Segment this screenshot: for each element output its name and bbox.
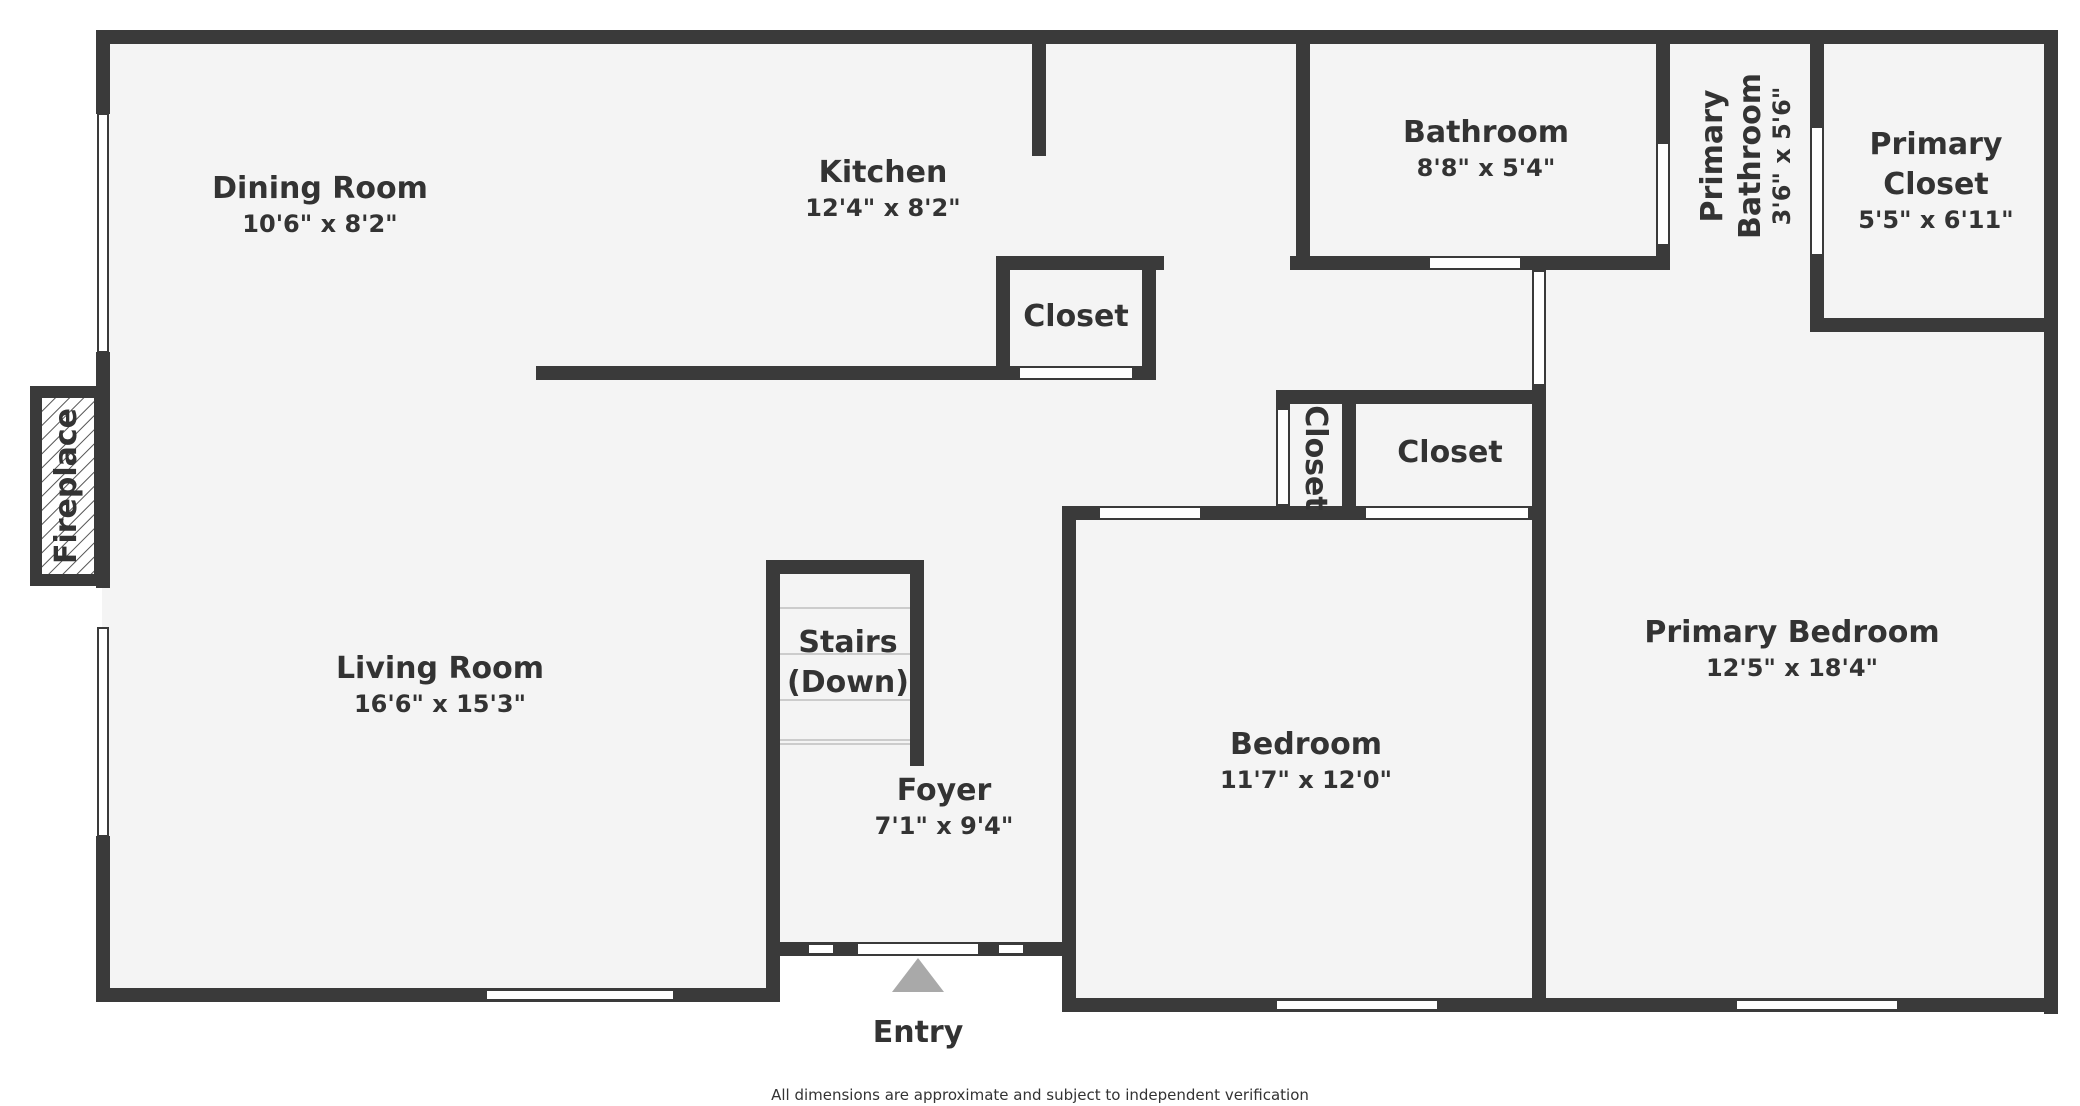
bathroom-label: Bathroom — [1403, 115, 1569, 150]
interior-walls — [536, 30, 2058, 1006]
stairs-label-line1: Stairs — [798, 625, 897, 660]
stair-treads — [780, 607, 910, 745]
living-room-label: Living Room — [336, 651, 544, 686]
kitchen-dims: 12'4" x 8'2" — [805, 194, 960, 222]
bathroom-dims: 8'8" x 5'4" — [1417, 154, 1556, 182]
fireplace — [30, 386, 102, 586]
hall-closet-label: Closet — [1397, 435, 1502, 470]
primary-bathroom-dims: 3'6" x 5'6" — [1768, 87, 1796, 226]
primary-closet-dims: 5'5" x 6'11" — [1858, 206, 2013, 234]
living-room-dims: 16'6" x 15'3" — [354, 690, 526, 718]
dining-room-dims: 10'6" x 8'2" — [242, 210, 397, 238]
primary-closet-label-line1: Primary — [1870, 127, 2003, 162]
fireplace-label: Fireplace — [49, 408, 84, 564]
windows — [97, 113, 1899, 1011]
entry-wall — [766, 942, 1066, 956]
primary-bathroom-label-line1: Primary — [1695, 89, 1730, 222]
entry-arrow-icon — [892, 958, 944, 992]
kitchen-label: Kitchen — [819, 155, 948, 190]
primary-bedroom-dims: 12'5" x 18'4" — [1706, 654, 1878, 682]
primary-bathroom-label-line2: Bathroom — [1733, 73, 1768, 239]
hall-closet-small-label: Closet — [1298, 405, 1333, 510]
dining-room-label: Dining Room — [212, 171, 428, 206]
disclaimer-text: All dimensions are approximate and subje… — [771, 1086, 1309, 1104]
primary-closet-label-line2: Closet — [1883, 167, 1988, 202]
kitchen-closet-label: Closet — [1023, 299, 1128, 334]
primary-bedroom-label: Primary Bedroom — [1644, 615, 1939, 650]
room-labels: Dining Room 10'6" x 8'2" Kitchen 12'4" x… — [49, 73, 2014, 840]
stairs-label-line2: (Down) — [787, 665, 909, 700]
bedroom-label: Bedroom — [1230, 727, 1382, 762]
foyer-label: Foyer — [897, 773, 992, 808]
entry-label: Entry — [873, 1015, 964, 1050]
foyer-dims: 7'1" x 9'4" — [875, 812, 1014, 840]
bedroom-dims: 11'7" x 12'0" — [1220, 766, 1392, 794]
